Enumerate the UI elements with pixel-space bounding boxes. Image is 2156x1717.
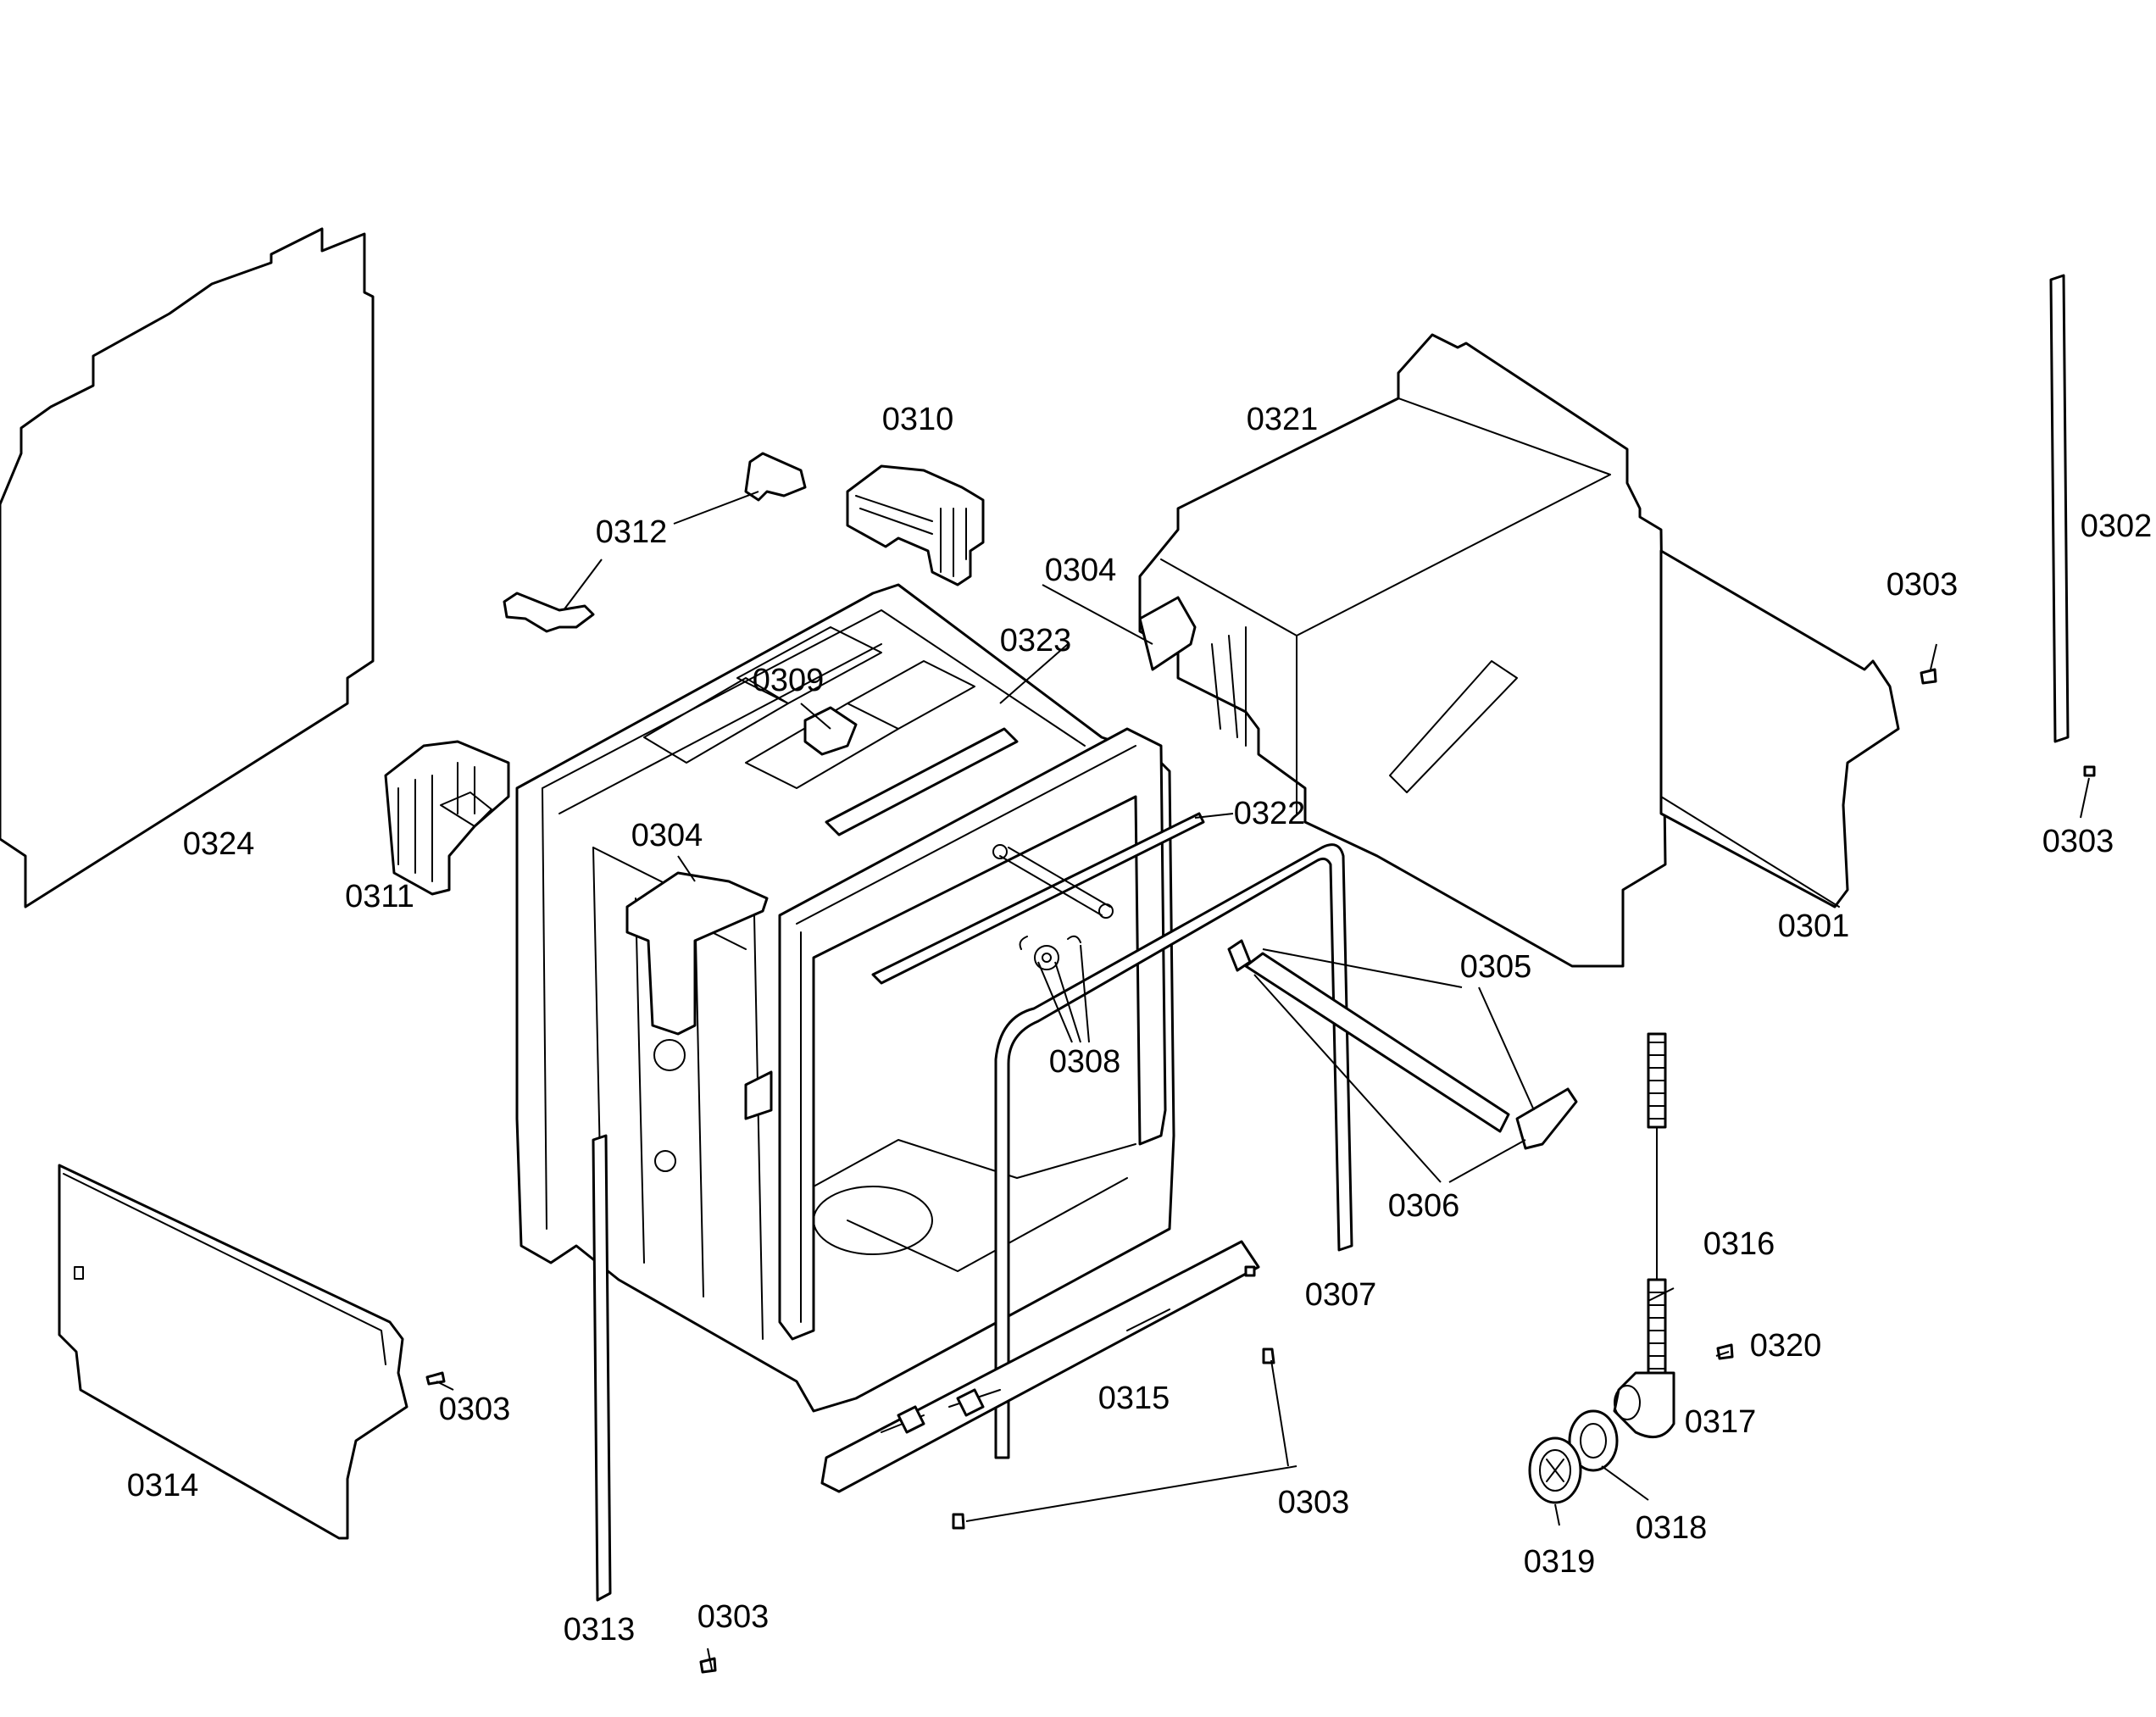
part-washers-0308	[1019, 935, 1081, 970]
label-0324: 0324	[183, 826, 255, 862]
label-0310: 0310	[882, 402, 954, 437]
label-0321: 0321	[1247, 402, 1319, 437]
label-0303-c: 0303	[439, 1392, 511, 1427]
screw-icon	[699, 1657, 717, 1674]
label-0306: 0306	[1388, 1188, 1460, 1224]
screw-icon	[1244, 1265, 1256, 1277]
label-0319: 0319	[1524, 1544, 1596, 1580]
label-0305: 0305	[1460, 949, 1532, 985]
part-side-panel-0301	[1659, 549, 1900, 909]
part-rail-0305	[1227, 939, 1578, 1150]
screw-icon	[2083, 765, 2096, 777]
part-bracket-0310	[846, 464, 985, 586]
part-fitting-0317	[1613, 1371, 1675, 1439]
part-strip-0302	[2049, 274, 2070, 743]
part-labels: 0324 0311 0312 0310 0321 0304 0323 0309 …	[127, 402, 2153, 1648]
label-0312: 0312	[596, 514, 668, 550]
screw-icon	[425, 1371, 446, 1386]
part-rear-panel-0321	[1138, 333, 1667, 968]
screw-icon	[952, 1513, 965, 1530]
part-seal-0307	[994, 843, 1353, 1459]
label-0303-b: 0303	[2042, 824, 2114, 859]
part-tub	[515, 583, 1205, 1413]
label-0307: 0307	[1305, 1277, 1377, 1313]
part-side-panel-left	[0, 227, 375, 909]
label-0303-e: 0303	[697, 1599, 770, 1635]
label-0323: 0323	[1000, 623, 1072, 658]
label-0318: 0318	[1636, 1510, 1708, 1546]
part-strip-0313	[592, 1134, 612, 1602]
label-0304-a: 0304	[1045, 553, 1117, 588]
label-0302: 0302	[2081, 508, 2153, 544]
part-kickplate-0314	[58, 1164, 408, 1540]
part-bracket-0311	[384, 740, 510, 896]
screw-icon	[1262, 1347, 1275, 1364]
screw-icon	[1920, 668, 1937, 685]
label-0304-b: 0304	[631, 818, 703, 853]
screw-icon	[1716, 1343, 1734, 1360]
label-0316: 0316	[1703, 1226, 1775, 1262]
label-0311: 0311	[345, 879, 414, 914]
label-0317: 0317	[1685, 1404, 1757, 1440]
label-0308: 0308	[1049, 1044, 1121, 1080]
part-ring-0318	[1568, 1409, 1619, 1472]
part-plinth-0315	[820, 1240, 1260, 1493]
label-0313: 0313	[564, 1612, 636, 1648]
label-0322: 0322	[1234, 796, 1306, 831]
label-0309: 0309	[753, 663, 825, 698]
label-0303-d: 0303	[1278, 1485, 1350, 1520]
label-0320: 0320	[1750, 1328, 1822, 1364]
label-0301: 0301	[1778, 909, 1850, 944]
label-0315: 0315	[1098, 1381, 1170, 1416]
label-0303-a: 0303	[1886, 567, 1959, 603]
leader-lines	[436, 491, 2090, 1670]
part-cap-0319	[1528, 1436, 1582, 1504]
label-0314: 0314	[127, 1468, 199, 1503]
part-hose-0316	[1647, 1032, 1667, 1392]
